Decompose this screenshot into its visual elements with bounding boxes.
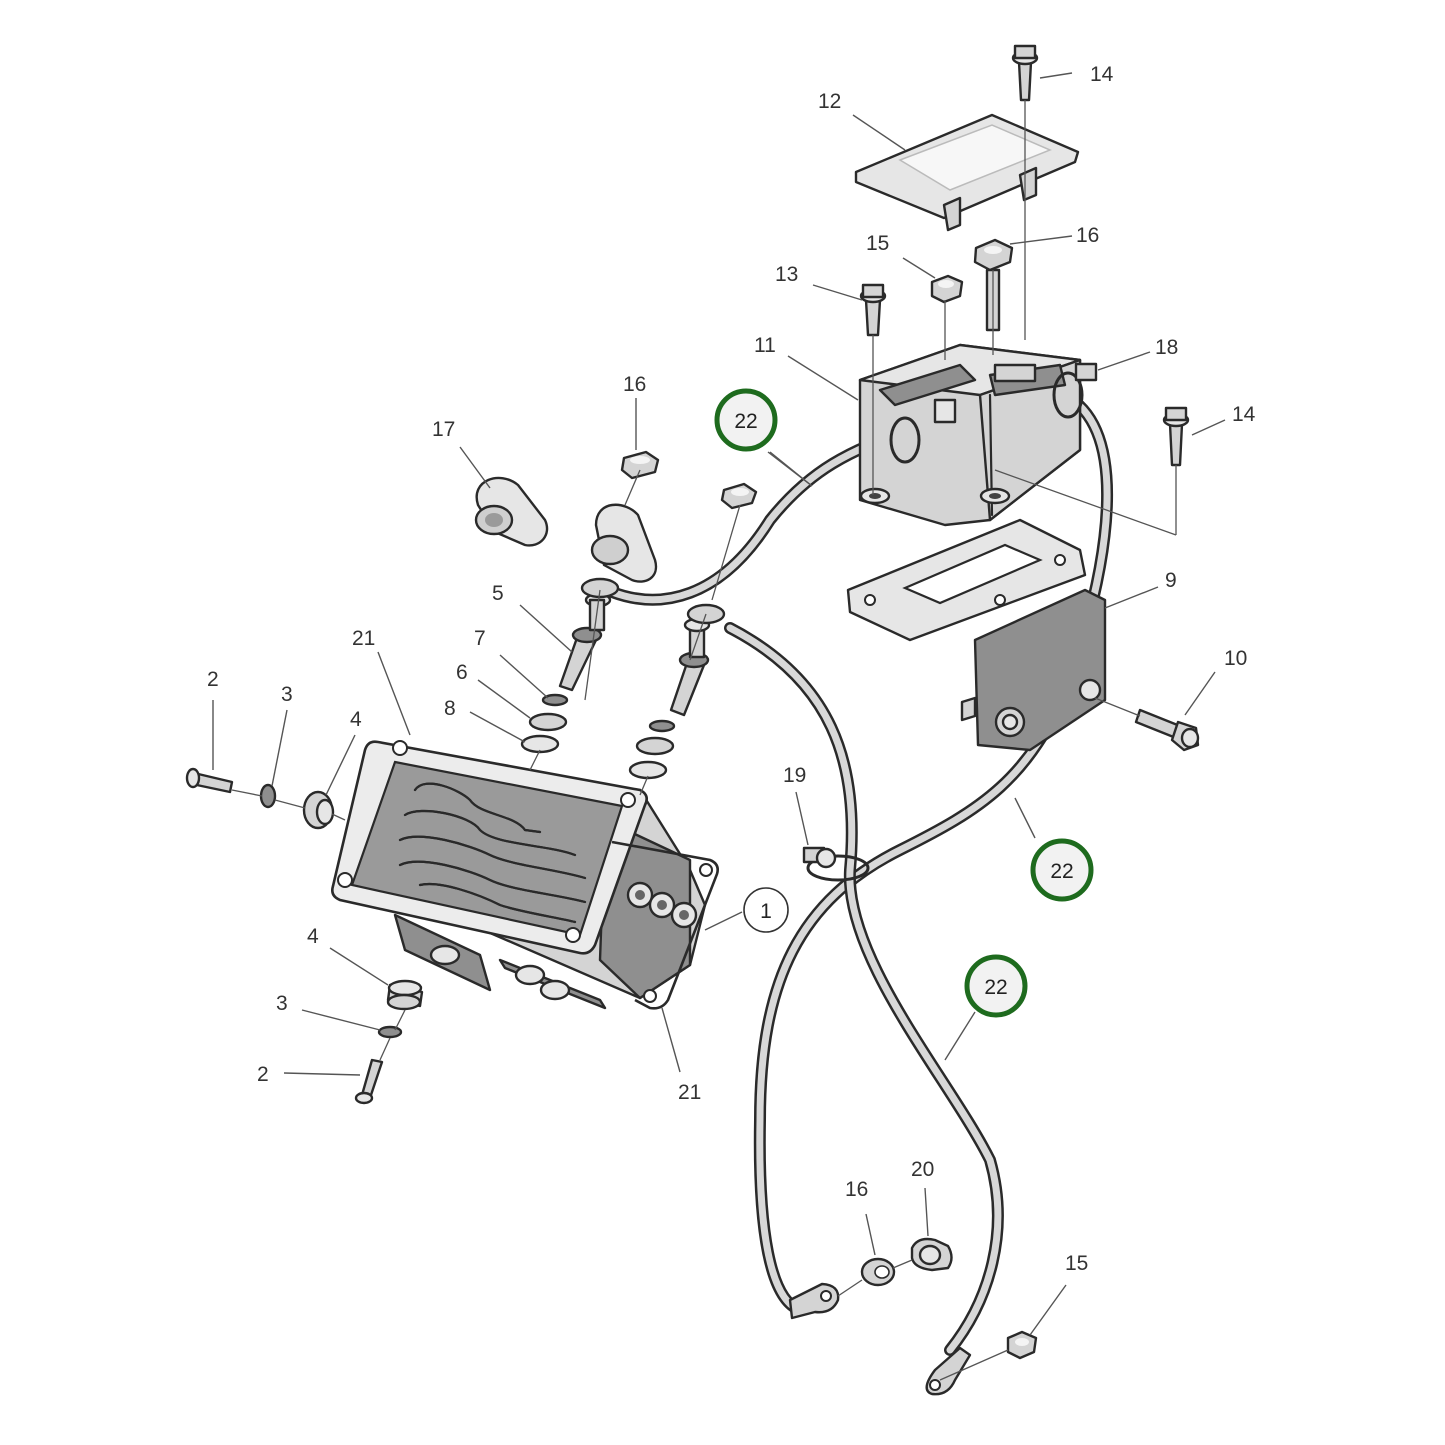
assembly-guide-lines (231, 100, 1177, 1381)
cover-12 (854, 113, 1080, 232)
ring-terminal-lower-right (925, 1346, 972, 1396)
clip-18 (1074, 362, 1098, 382)
callout-10: 10 (1224, 647, 1247, 670)
callout-14-right: 14 (1232, 403, 1256, 426)
nut-15-top (930, 274, 964, 304)
callout-5: 5 (492, 582, 504, 605)
callout-21-top: 21 (352, 627, 375, 650)
callout-19: 19 (783, 764, 806, 787)
washer-3-left (259, 783, 277, 809)
callout-15-top: 15 (866, 232, 889, 255)
washer-8a (520, 734, 560, 754)
grommet-4-left (302, 790, 335, 830)
callout-3-bottom: 3 (276, 992, 288, 1015)
washer-7b (648, 719, 676, 733)
callout-labels: 14 12 16 15 13 11 18 14 16 17 9 10 5 21 … (207, 63, 1256, 1275)
nut-16-bottom (860, 1257, 896, 1287)
rubber-boot-17b (590, 503, 658, 583)
cable-b-fill (756, 391, 1111, 1314)
callout-22-right-label: 22 (1050, 860, 1073, 883)
bolt-10 (1134, 708, 1200, 752)
callout-11: 11 (754, 334, 776, 357)
callout-9: 9 (1165, 569, 1177, 592)
washer-6b (635, 736, 675, 756)
washer-3-bottom (377, 1025, 403, 1039)
grommet-4-bottom (386, 979, 424, 1011)
bracket-9 (846, 518, 1107, 752)
screw-2-left (185, 767, 234, 794)
callout-15-bottom: 15 (1065, 1252, 1088, 1275)
cable-a-fill (608, 426, 914, 604)
nut-15-bottom (1006, 1330, 1038, 1360)
cable-harness-22 (606, 389, 1114, 1396)
screw-2-bottom (354, 1058, 384, 1105)
callout-13: 13 (775, 263, 798, 286)
terminal-stud-5b (669, 617, 711, 717)
callout-22-top-label: 22 (734, 410, 757, 433)
ring-terminal-lower-left (788, 1282, 840, 1320)
bracket-leg (973, 588, 1107, 752)
bolt-14-right (1162, 406, 1190, 467)
heater-assembly-1 (331, 740, 719, 1010)
grommet-20 (910, 1237, 953, 1272)
callout-22-top: 22 (714, 388, 813, 487)
callout-6: 6 (456, 661, 468, 684)
callout-22-bottom-label: 22 (984, 976, 1007, 999)
callout-2-left: 2 (207, 668, 219, 691)
washer-6a (528, 712, 568, 732)
bolt-14-top (1011, 44, 1039, 102)
washer-7a (541, 693, 569, 707)
nut-16-mid (720, 482, 758, 510)
callout-17: 17 (432, 418, 455, 441)
callout-16-top-right: 16 (1076, 224, 1099, 247)
callout-21-bottom: 21 (678, 1081, 701, 1104)
callout-8: 8 (444, 697, 456, 720)
callout-16-top: 16 (623, 373, 646, 396)
cable-c-fill (726, 624, 1002, 1354)
callout-1-circle: 1 (743, 887, 789, 933)
callout-18: 18 (1155, 336, 1178, 359)
nut-16-top (620, 450, 660, 480)
callout-1: 1 (760, 900, 772, 923)
callout-3-left: 3 (281, 683, 293, 706)
leader-lines (212, 72, 1226, 1336)
rubber-boot-17a (474, 476, 549, 547)
callout-4-bottom: 4 (307, 925, 319, 948)
callout-2-bottom: 2 (257, 1063, 269, 1086)
callout-22-bottom: 22 (964, 954, 1028, 1018)
heating-coils (398, 782, 587, 924)
callout-12: 12 (818, 90, 841, 113)
gasket-21-bottom (611, 840, 719, 1010)
cable-clamp-19 (802, 846, 870, 882)
callout-4-left: 4 (350, 708, 362, 731)
callout-7: 7 (474, 627, 486, 650)
washer-8b (628, 760, 668, 780)
callout-14-top: 14 (1090, 63, 1114, 86)
callout-22-right: 22 (1030, 838, 1094, 902)
terminal-stud-5a (558, 592, 612, 692)
callout-20: 20 (911, 1158, 934, 1181)
callout-16-bottom: 16 (845, 1178, 868, 1201)
terminal-box-11 (858, 343, 1084, 527)
bolt-13 (859, 283, 887, 337)
